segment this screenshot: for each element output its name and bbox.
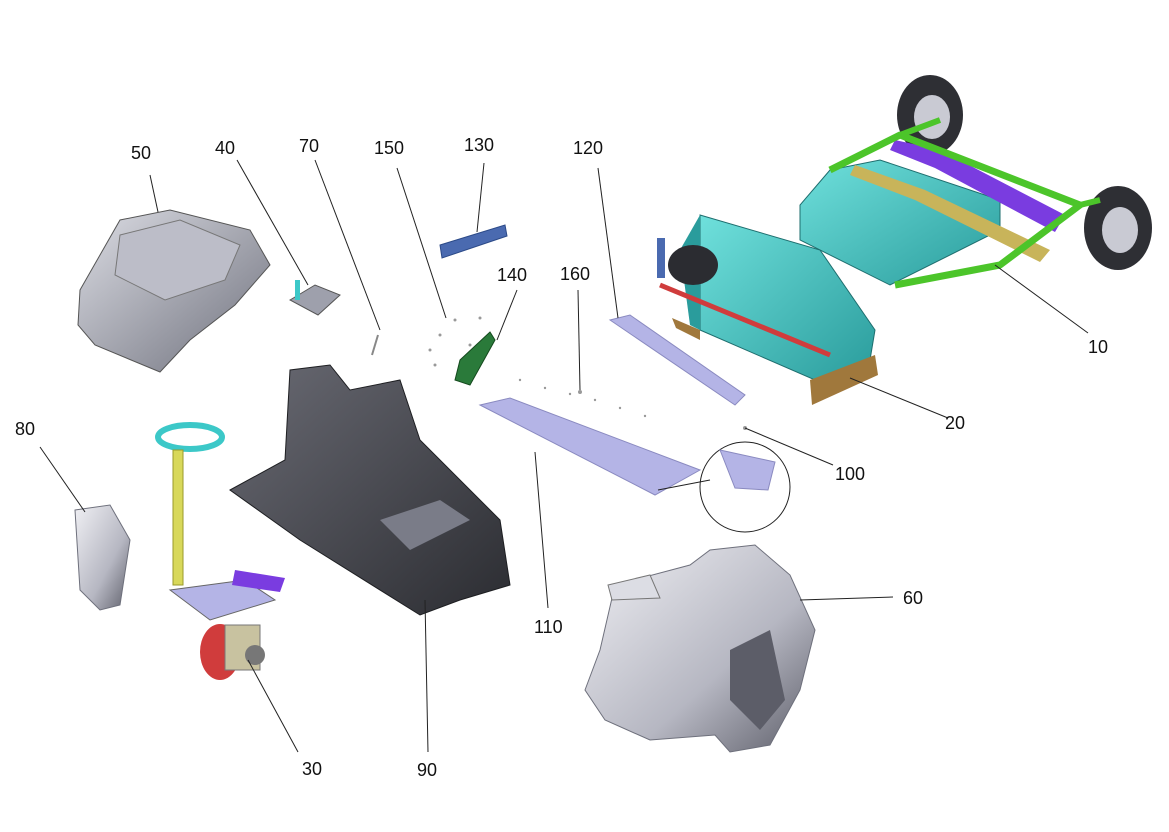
callout-100: 100 bbox=[835, 464, 866, 484]
part-40-bracket bbox=[288, 280, 341, 316]
callout-40: 40 bbox=[215, 138, 236, 158]
part-30-steering-drive-unit bbox=[155, 422, 285, 680]
leader-lines bbox=[39, 159, 1089, 753]
part-120-cover-plate bbox=[608, 314, 746, 406]
part-110-bottom-plate bbox=[478, 397, 702, 496]
part-50-seat-pan bbox=[77, 209, 271, 373]
callout-110: 110 bbox=[534, 617, 563, 637]
part-130-blue-bar bbox=[439, 224, 508, 259]
callout-90: 90 bbox=[417, 760, 438, 780]
part-70-pin bbox=[371, 334, 379, 356]
callout-80: 80 bbox=[15, 419, 36, 439]
callout-30: 30 bbox=[302, 759, 323, 779]
callout-130: 130 bbox=[464, 135, 495, 155]
callout-70: 70 bbox=[299, 136, 320, 156]
callout-140: 140 bbox=[497, 265, 528, 285]
callout-60: 60 bbox=[903, 588, 924, 608]
fastener-dots bbox=[428, 316, 747, 430]
detail-plate bbox=[719, 449, 776, 491]
part-80-side-panel bbox=[74, 504, 131, 611]
callout-50: 50 bbox=[131, 143, 152, 163]
part-60-front-hood bbox=[584, 544, 816, 753]
detail-magnifier-circle bbox=[699, 441, 791, 533]
callout-150: 150 bbox=[374, 138, 405, 158]
callout-120: 120 bbox=[573, 138, 604, 158]
callout-10: 10 bbox=[1088, 337, 1109, 357]
part-10-rear-axle-frame bbox=[799, 75, 1152, 289]
callout-160: 160 bbox=[560, 264, 591, 284]
callout-20: 20 bbox=[945, 413, 966, 433]
part-140-green-board bbox=[454, 331, 496, 386]
part-90-chassis bbox=[229, 364, 511, 616]
part-20-main-deck bbox=[657, 214, 878, 405]
